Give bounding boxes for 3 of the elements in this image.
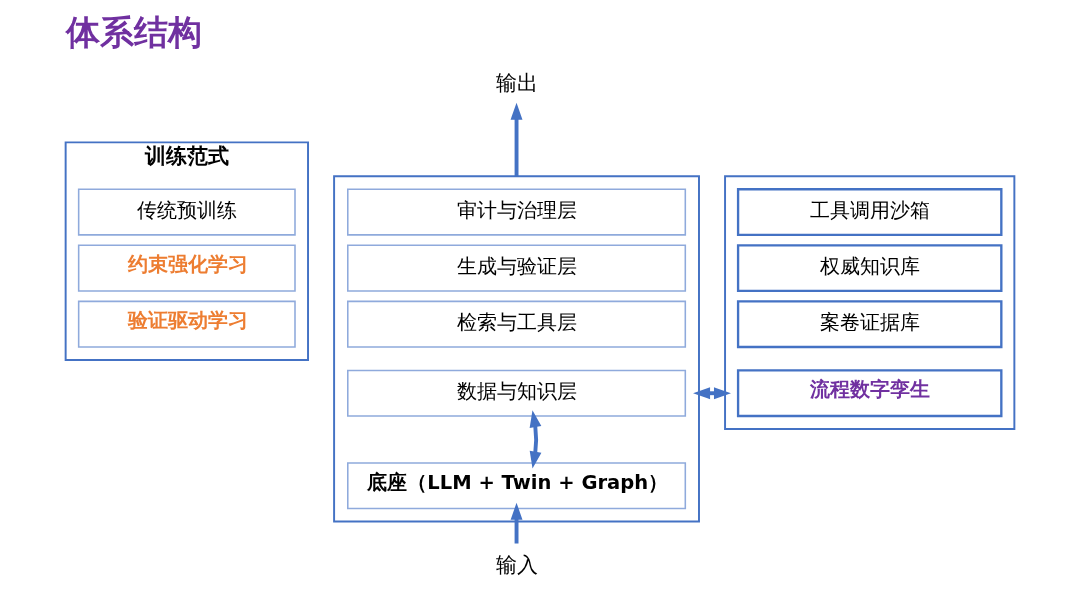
diagram-title: 体系结构	[65, 13, 202, 53]
node-text: 输入	[495, 553, 538, 578]
node-text: 输出	[495, 70, 538, 95]
